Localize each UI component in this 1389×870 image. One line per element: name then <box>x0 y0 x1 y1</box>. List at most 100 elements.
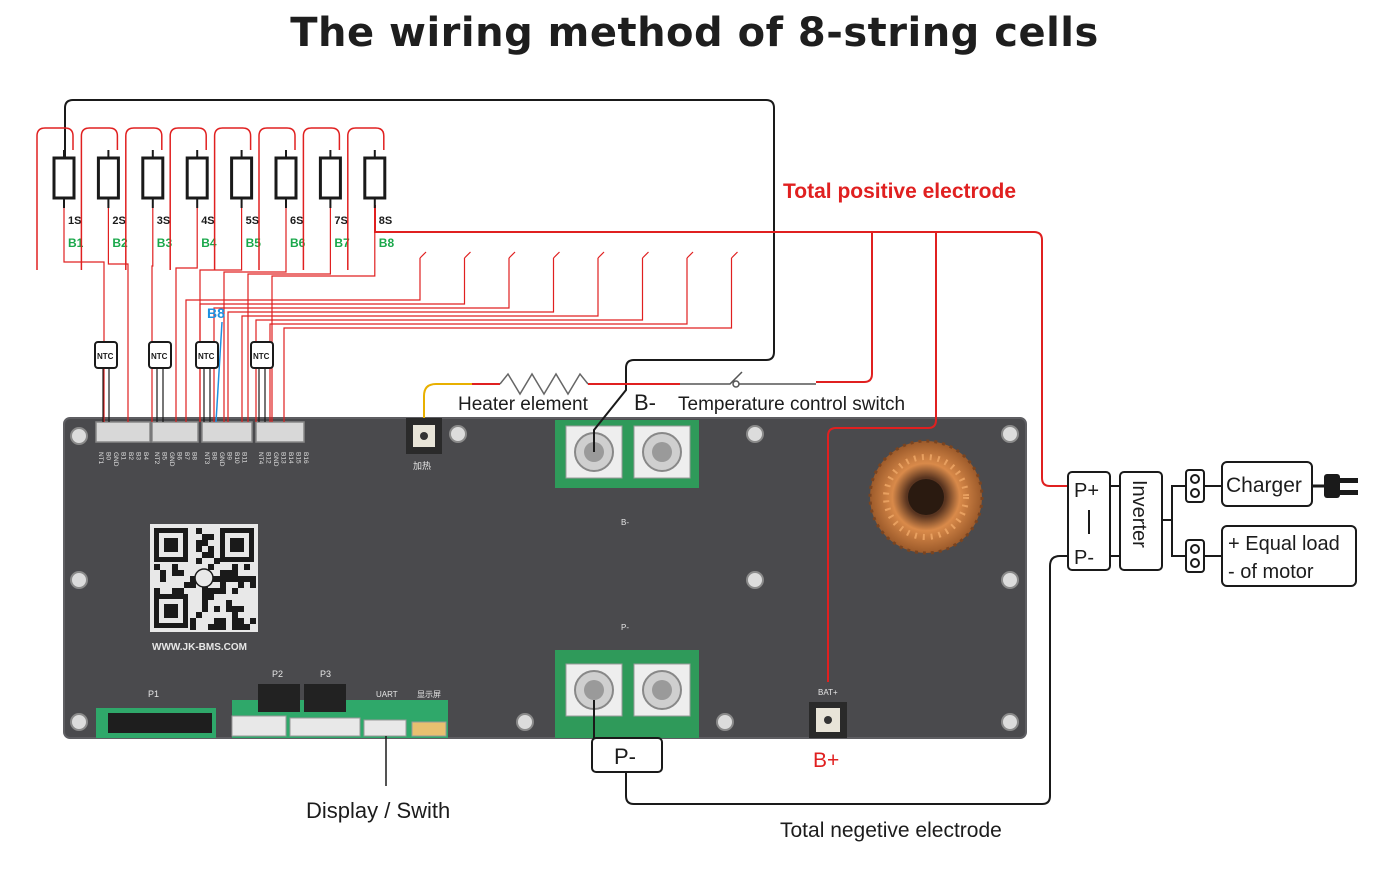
p3-silk: P3 <box>320 669 331 679</box>
p1-silk: P1 <box>148 689 159 699</box>
uart-silk: UART <box>376 690 398 699</box>
connector-pin-label: NT2 <box>153 452 160 465</box>
red-wire-b-plus <box>827 232 937 682</box>
total-negative-label: Total negetive electrode <box>780 819 1002 842</box>
connector-pin-label: NT1 <box>97 452 104 465</box>
battery-cell: 8S B8 <box>347 127 395 270</box>
battery-cell: 1S B1 <box>36 127 84 270</box>
red-wire-temp-switch <box>816 232 873 383</box>
load-label-line2: - of motor <box>1228 561 1314 583</box>
connector-pin-label: GND <box>112 452 119 467</box>
page-title: The wiring method of 8-string cells <box>290 10 1099 56</box>
cell-red-loop <box>80 127 119 270</box>
cell-balance-label: B3 <box>157 236 173 250</box>
connector-pin-label: B11 <box>241 452 248 463</box>
cell-balance-label: B5 <box>246 236 262 250</box>
cell-balance-label: B6 <box>290 236 306 250</box>
toroid-inductor-icon <box>868 439 984 555</box>
heater-port-silk: 加热 <box>413 460 431 471</box>
cell-body-icon <box>363 156 387 200</box>
cell-name: 7S <box>334 215 347 227</box>
cell-red-loop <box>347 127 385 270</box>
connector-pin-label: B3 <box>135 452 142 460</box>
cell-red-loop <box>36 127 74 270</box>
connector-pin-label: B10 <box>233 452 240 464</box>
wire-stub <box>597 251 605 259</box>
p-minus-silk: P- <box>621 623 629 632</box>
cell-name: 1S <box>68 215 81 227</box>
ntc-sensor: NTC <box>148 341 172 422</box>
unused-sense-wire <box>283 258 733 422</box>
cell-balance-label: B1 <box>68 236 84 250</box>
load-label-line1: + Equal load <box>1228 533 1340 555</box>
black-wire-b-minus <box>64 99 775 452</box>
sense-wire <box>247 208 331 422</box>
wire-stub <box>464 251 471 259</box>
cell-body-icon <box>230 156 254 200</box>
cell-body-icon <box>185 156 209 200</box>
temp-switch-label: Temperature control switch <box>678 394 905 415</box>
qr-code-icon <box>150 524 258 632</box>
unused-sense-wire <box>255 258 644 422</box>
ntc-label: NTC <box>198 352 215 361</box>
heater-port <box>406 418 442 454</box>
mounting-holes <box>70 425 1019 731</box>
blue-sense-wire <box>215 321 223 423</box>
connector-pin-label: GND <box>272 452 279 467</box>
wire-stub <box>419 251 427 259</box>
pack-output-box <box>1067 471 1111 571</box>
connector-pin-label: B1 <box>120 452 127 460</box>
connector-pin-label: GND <box>218 452 225 467</box>
unused-sense-wire <box>227 258 555 422</box>
cell-body-icon <box>318 156 342 200</box>
balance-connectors <box>95 421 305 443</box>
heater-element-label: Heater element <box>458 394 589 415</box>
cell-red-loop <box>258 127 296 270</box>
plug-icon <box>1312 474 1358 498</box>
wire-stub <box>642 251 649 259</box>
charger-box <box>1221 461 1313 507</box>
b-plus-label: B+ <box>813 749 839 772</box>
sense-wire <box>107 208 129 422</box>
b-minus-terminal-block <box>555 420 699 488</box>
wire-stub <box>508 251 516 259</box>
ntc-label: NTC <box>97 352 114 361</box>
ntc-sensor: NTC <box>195 341 219 422</box>
bat-plus-port <box>809 702 847 738</box>
b-minus-silk: B- <box>621 518 629 527</box>
cell-body-icon <box>141 156 165 200</box>
blue-b8-label: B8 <box>207 305 225 321</box>
battery-cell: 6S B6 <box>258 127 306 270</box>
cell-red-loop <box>213 127 252 270</box>
cell-name: 3S <box>157 215 170 227</box>
cell-balance-label: B8 <box>379 236 395 250</box>
sense-wire <box>151 208 154 422</box>
charger-label: Charger <box>1226 474 1302 497</box>
bat-plus-silk: BAT+ <box>818 688 838 697</box>
connector-pin-label: B14 <box>287 452 294 464</box>
heater-zigzag <box>499 372 589 396</box>
connector-pin-label: B2 <box>127 452 134 460</box>
cell-balance-label: B7 <box>334 236 350 250</box>
cell-balance-label: B2 <box>112 236 128 250</box>
connector-pin-label: NT3 <box>203 452 210 465</box>
cell-red-loop <box>169 127 207 270</box>
sense-wire <box>271 208 376 422</box>
temperature-switch-icon <box>680 371 816 385</box>
unused-sense-wire <box>185 258 421 422</box>
cell-name: 6S <box>290 215 303 227</box>
connector-pin-label: B9 <box>226 452 233 460</box>
p2-silk: P2 <box>272 669 283 679</box>
sense-wire <box>223 208 287 422</box>
connector-pin-label: B15 <box>295 452 302 464</box>
cell-body-icon <box>96 156 120 200</box>
connector-pin-label: B12 <box>265 452 272 464</box>
cell-balance-label: B4 <box>201 236 217 250</box>
load-box <box>1221 525 1357 587</box>
cell-name: 5S <box>246 215 259 227</box>
cell-name: 8S <box>379 215 392 227</box>
connector-pin-label: NT4 <box>257 452 264 465</box>
